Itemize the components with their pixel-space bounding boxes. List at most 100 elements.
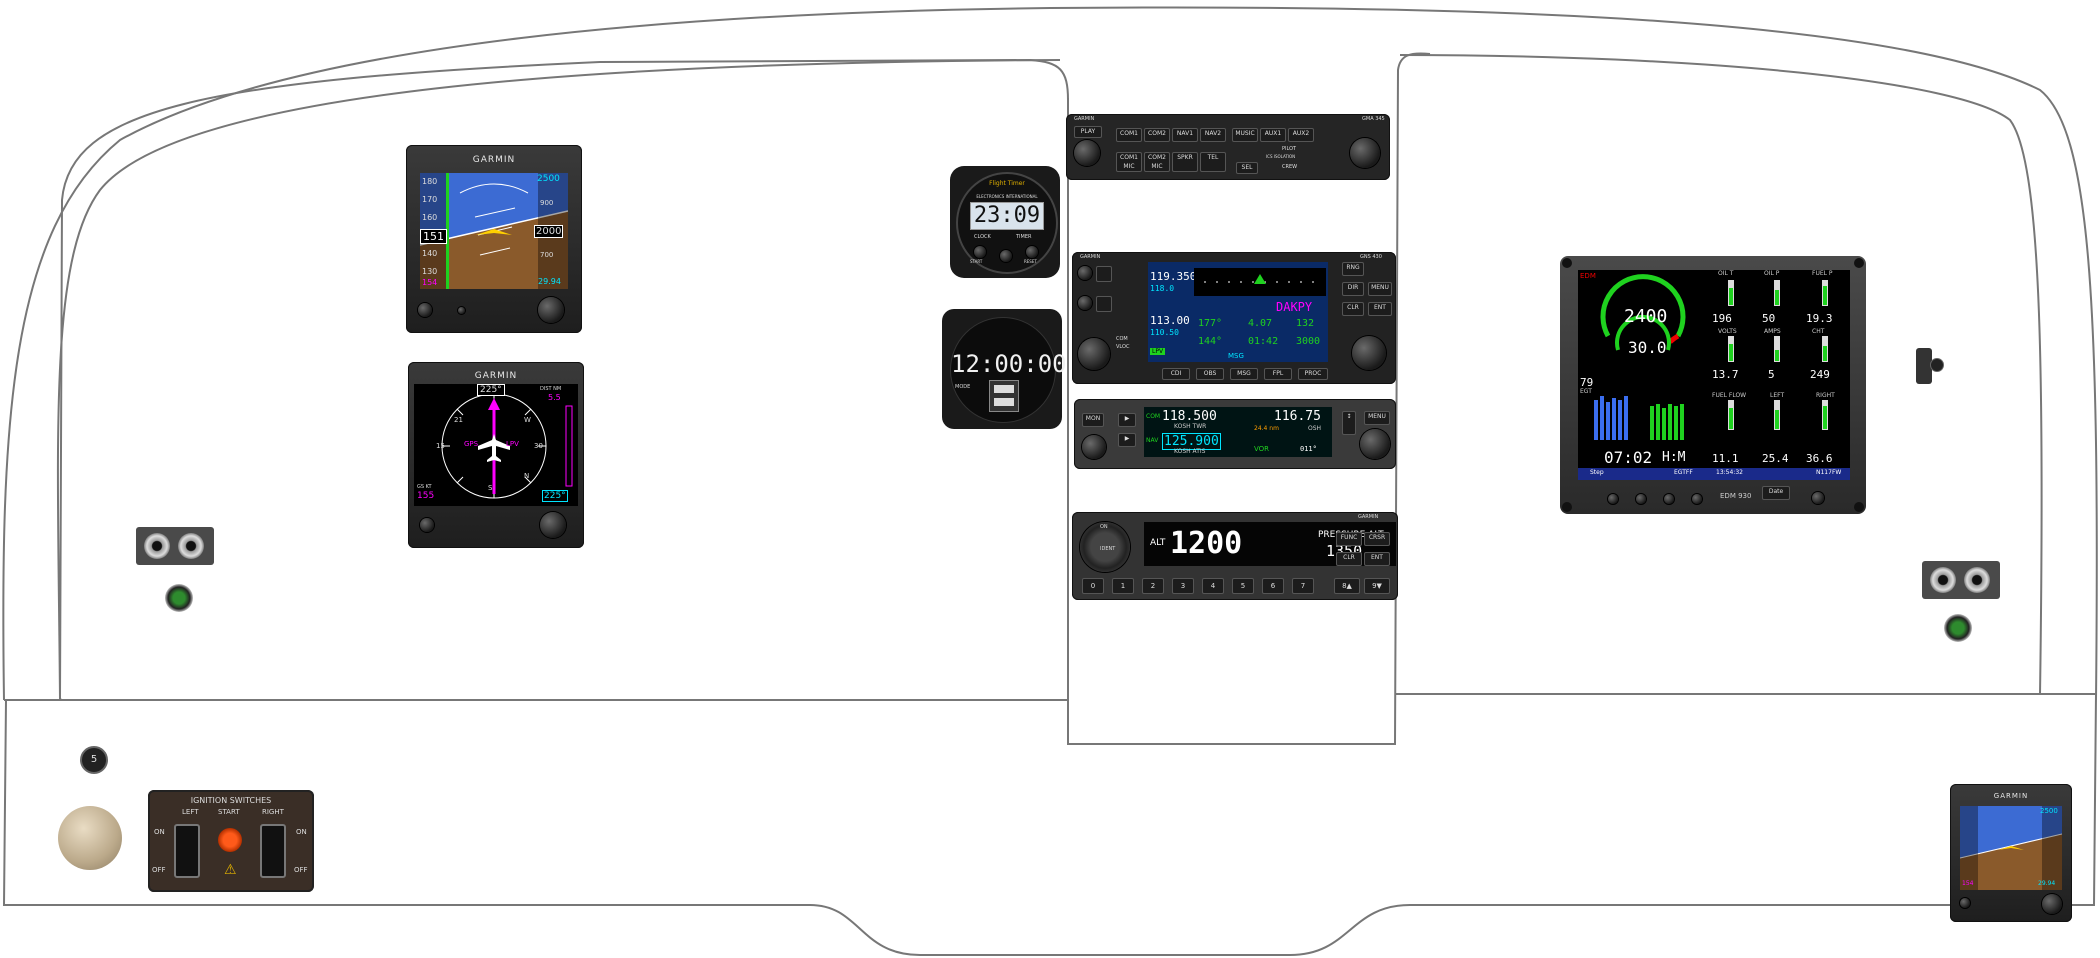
- cht-value: 249: [1810, 368, 1830, 381]
- copilot-volume-knob[interactable]: [1350, 138, 1380, 168]
- play-button[interactable]: PLAY: [1074, 126, 1102, 138]
- menu-button[interactable]: MENU: [1364, 411, 1390, 425]
- crsr-button[interactable]: CRSR: [1364, 532, 1390, 546]
- key-4[interactable]: 4: [1202, 578, 1224, 594]
- flip-flop-button[interactable]: ↕: [1342, 411, 1356, 435]
- gs-value: 155: [417, 491, 435, 501]
- ete-value: 01:42: [1248, 336, 1279, 347]
- tuning-knob[interactable]: [1360, 429, 1390, 459]
- dist-value: 5.5: [548, 393, 561, 402]
- proc-button[interactable]: PROC: [1298, 368, 1328, 380]
- func-button[interactable]: FUNC: [1336, 532, 1362, 546]
- clr-button[interactable]: CLR: [1336, 552, 1362, 566]
- mic-jack[interactable]: [1964, 567, 1990, 593]
- clr-button[interactable]: CLR: [1342, 302, 1364, 316]
- msg-button[interactable]: MSG: [1230, 368, 1258, 380]
- key-2[interactable]: 2: [1142, 578, 1164, 594]
- com-vloc-tuning-knob[interactable]: [1078, 338, 1110, 370]
- play-forward-button[interactable]: ▶: [1118, 413, 1136, 427]
- lf-button[interactable]: [1636, 494, 1646, 504]
- key-8[interactable]: 8▲: [1334, 578, 1360, 594]
- right-on-label: ON: [296, 828, 307, 836]
- fuel-left-value: 25.4: [1762, 452, 1789, 465]
- key-3[interactable]: 3: [1172, 578, 1194, 594]
- attitude-knob[interactable]: [538, 297, 564, 323]
- com2-mic-button[interactable]: COM2 MIC: [1144, 152, 1170, 172]
- step-button[interactable]: [1608, 494, 1618, 504]
- music-button[interactable]: MUSIC: [1232, 128, 1258, 142]
- power-button[interactable]: [420, 518, 434, 532]
- ent-button[interactable]: ENT: [1364, 552, 1390, 566]
- egtff-button[interactable]: [1692, 494, 1702, 504]
- reset-button[interactable]: [1026, 246, 1038, 258]
- groundspeed-readout: 154: [1962, 880, 1974, 887]
- headset-jack[interactable]: [1930, 567, 1956, 593]
- range-button[interactable]: RNG: [1342, 262, 1364, 276]
- com-power-volume-knob[interactable]: [1078, 266, 1092, 280]
- play-back-button[interactable]: ▶: [1118, 433, 1136, 447]
- mon-button[interactable]: MON: [1082, 413, 1104, 427]
- rpm-value: 2400: [1624, 306, 1668, 327]
- aux1-button[interactable]: AUX1: [1260, 128, 1286, 142]
- mode-selector-knob[interactable]: [1080, 522, 1130, 572]
- sel-button[interactable]: SEL: [1236, 162, 1258, 174]
- power-button[interactable]: [418, 303, 432, 317]
- com1-button[interactable]: COM1: [1116, 128, 1142, 142]
- nav2-button[interactable]: NAV2: [1200, 128, 1226, 142]
- key-5[interactable]: 5: [1232, 578, 1254, 594]
- crsr-knob[interactable]: [1352, 336, 1386, 370]
- altitude-tick: 900: [540, 199, 554, 207]
- direct-to-button[interactable]: DIR: [1342, 282, 1364, 296]
- cht-label: CHT: [1812, 328, 1825, 335]
- mount-screw-icon: [1562, 502, 1572, 512]
- vloc-volume-knob[interactable]: [1078, 296, 1092, 310]
- key-7[interactable]: 7: [1292, 578, 1314, 594]
- key-1[interactable]: 1: [1112, 578, 1134, 594]
- headset-jack[interactable]: [144, 533, 170, 559]
- power-button[interactable]: [1960, 898, 1970, 908]
- pilot-volume-knob[interactable]: [1074, 140, 1100, 166]
- mic-jack[interactable]: [178, 533, 204, 559]
- menu-button[interactable]: MENU: [1368, 282, 1392, 296]
- right-magneto-switch[interactable]: [260, 824, 286, 878]
- com2-button[interactable]: COM2: [1144, 128, 1170, 142]
- cdi-bar: [1194, 268, 1326, 296]
- vloc-flipflop-button[interactable]: [1096, 296, 1112, 312]
- key-0[interactable]: 0: [1082, 578, 1104, 594]
- attitude-knob[interactable]: [2042, 894, 2062, 914]
- clock-maker: ELECTRONICS INTERNATIONAL: [976, 194, 1038, 199]
- left-magneto-switch[interactable]: [174, 824, 200, 878]
- cdi-button[interactable]: CDI: [1162, 368, 1190, 380]
- dimmer-knob-left[interactable]: [165, 584, 193, 612]
- tel-button[interactable]: TEL: [1200, 152, 1226, 172]
- baro-setting: 29.94: [2038, 880, 2056, 887]
- start-stop-button[interactable]: [1000, 250, 1012, 262]
- dimmer-switch[interactable]: [1916, 348, 1944, 384]
- key-6[interactable]: 6: [1262, 578, 1284, 594]
- obs-button[interactable]: OBS: [1196, 368, 1224, 380]
- circuit-breaker[interactable]: 5: [80, 746, 108, 774]
- mode-label: MODE: [955, 384, 971, 390]
- mode-ident: IDENT: [1100, 546, 1116, 552]
- dimmer-knob-right[interactable]: [1944, 614, 1972, 642]
- ovv-button[interactable]: [1664, 494, 1674, 504]
- volume-knob[interactable]: [1082, 435, 1106, 459]
- nav1-button[interactable]: NAV1: [1172, 128, 1198, 142]
- start-button[interactable]: [218, 828, 242, 852]
- speaker-button[interactable]: SPKR: [1172, 152, 1198, 172]
- rose-21: 21: [454, 416, 463, 424]
- clock-select-button[interactable]: [974, 246, 986, 258]
- backup-attitude-screen: 2500 29.94 154: [1960, 806, 2062, 890]
- aux2-button[interactable]: AUX2: [1288, 128, 1314, 142]
- left-label: LEFT: [1770, 392, 1785, 399]
- fuel-flow-value: 11.1: [1712, 452, 1739, 465]
- com-flipflop-button[interactable]: [1096, 266, 1112, 282]
- fpl-button[interactable]: FPL: [1264, 368, 1292, 380]
- key-9[interactable]: 9▼: [1364, 578, 1390, 594]
- com1-mic-button[interactable]: COM1 MIC: [1116, 152, 1142, 172]
- left-off-label: OFF: [152, 866, 166, 874]
- course-knob[interactable]: [540, 512, 566, 538]
- ent-button[interactable]: ENT: [1368, 302, 1392, 316]
- date-button[interactable]: Date: [1762, 486, 1790, 500]
- brass-knob-icon[interactable]: [58, 806, 122, 870]
